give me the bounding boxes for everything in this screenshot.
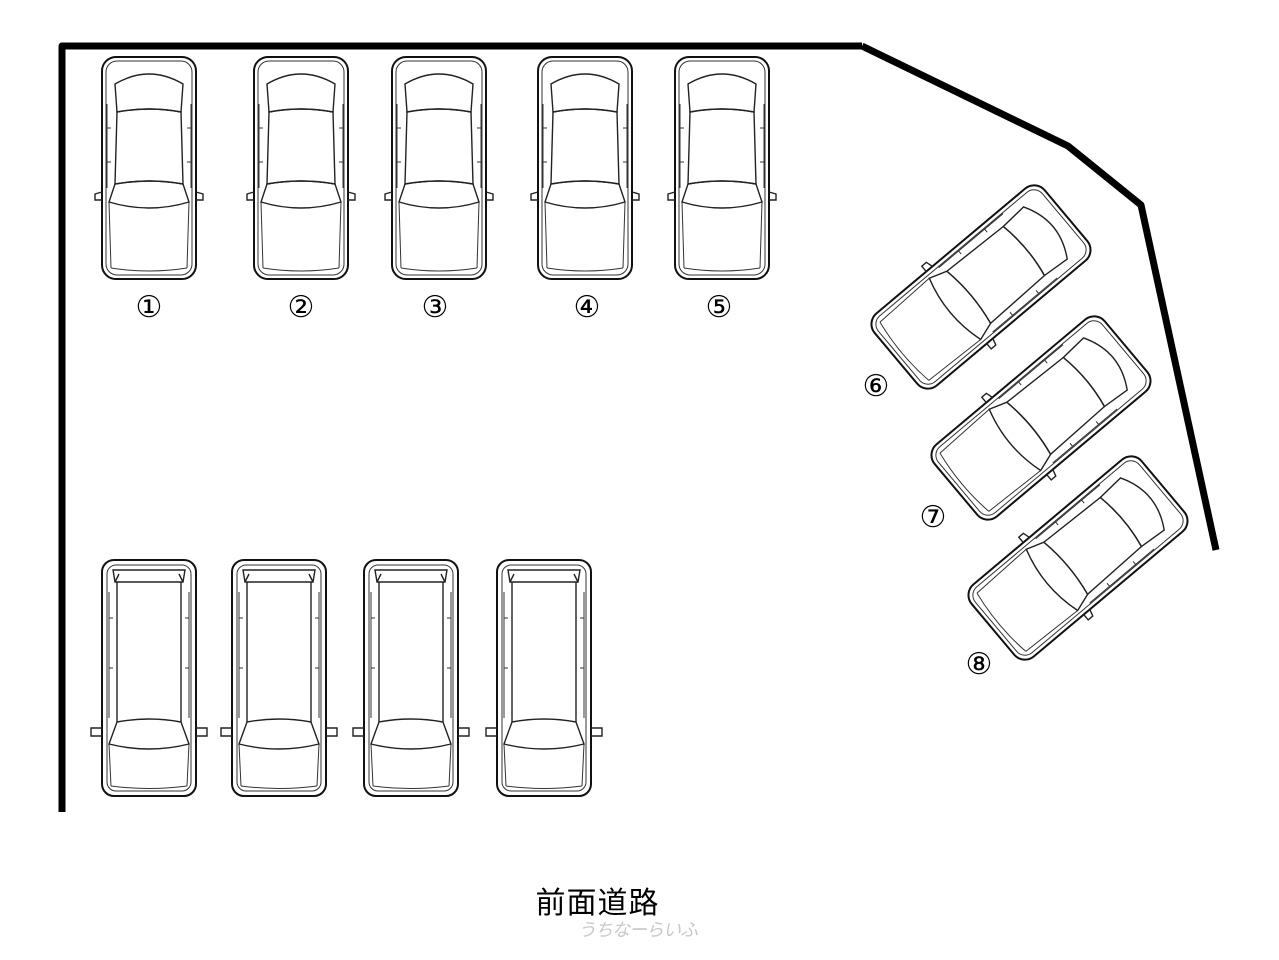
spot-label-7: ⑦ — [920, 500, 947, 535]
van-parked-4 — [485, 559, 603, 797]
car-spot-2 — [246, 56, 356, 280]
spot-label-6: ⑥ — [863, 369, 890, 404]
boundary-wall-right-angled — [860, 42, 1220, 551]
spot-label-4: ④ — [574, 290, 601, 325]
van-parked-1 — [90, 559, 208, 797]
spot-label-5: ⑤ — [706, 290, 733, 325]
boundary-wall-left-top — [58, 42, 862, 812]
spot-label-2: ② — [288, 290, 315, 325]
car-spot-5 — [667, 56, 777, 280]
watermark-text: うちなーらいふ — [578, 920, 698, 941]
spot-label-8: ⑧ — [966, 647, 993, 682]
car-spot-3 — [384, 56, 494, 280]
spot-label-1: ① — [136, 290, 163, 325]
front-road-label: 前面道路 — [535, 886, 660, 921]
car-spot-4 — [530, 56, 640, 280]
spot-label-3: ③ — [422, 290, 449, 325]
van-parked-2 — [220, 559, 338, 797]
van-parked-3 — [352, 559, 470, 797]
car-spot-1 — [94, 56, 204, 280]
